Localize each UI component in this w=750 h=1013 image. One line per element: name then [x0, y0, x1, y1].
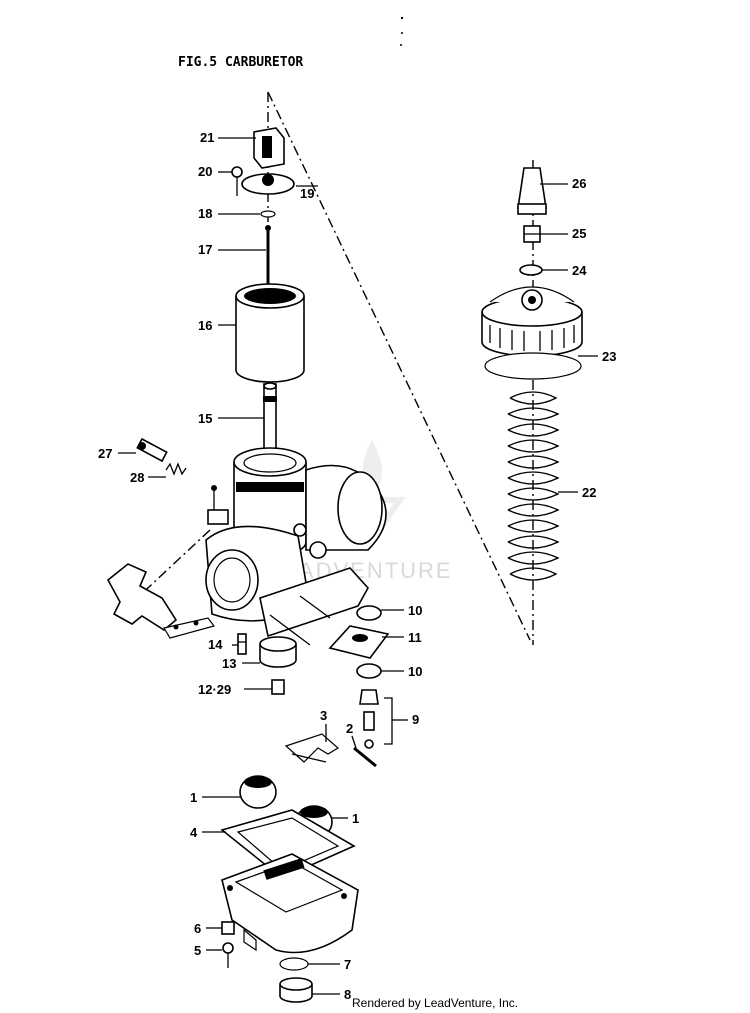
callout-18: 18 [198, 206, 212, 221]
part-10-washer-lower [356, 663, 382, 679]
part-11-bracket [328, 625, 390, 659]
part-16-throttle-valve [235, 283, 305, 383]
float-bowl [221, 853, 359, 954]
part-18-clip [260, 210, 276, 218]
callout-3: 3 [320, 708, 327, 723]
callout-16: 16 [198, 318, 212, 333]
part-27-pilot-screw [136, 437, 168, 463]
part-21-bracket [253, 127, 285, 169]
callout-28: 28 [130, 470, 144, 485]
figure-title: FIG.5 CARBURETOR [178, 55, 303, 70]
callout-22: 22 [582, 485, 596, 500]
leader-lines [118, 137, 598, 995]
part-2-float-pin [353, 746, 377, 768]
callout-6: 6 [194, 921, 201, 936]
part-5-screw [222, 942, 234, 968]
callout-25: 25 [572, 226, 586, 241]
part-13-cap [259, 636, 297, 668]
part-7-drain-gasket [279, 957, 309, 971]
part-28-spring [165, 462, 187, 476]
part-17-needle [265, 225, 271, 290]
part-3-float-arm [284, 733, 340, 763]
part-9-main-jet [359, 689, 393, 749]
callout-12-29: 12·29 [198, 682, 231, 697]
callout-19: 19 [300, 186, 314, 201]
part-24-washer [519, 264, 543, 276]
diagonal-guide-line [267, 91, 531, 641]
stray-marks [400, 16, 404, 46]
render-credit: Rendered by LeadVenture, Inc. [352, 996, 518, 1010]
callout-9: 9 [412, 712, 419, 727]
part-14-jet [237, 633, 247, 655]
throttle-guide-line [134, 529, 211, 601]
callout-20: 20 [198, 164, 212, 179]
callout-2: 2 [346, 721, 353, 736]
callout-5: 5 [194, 943, 201, 958]
callout-1-right: 1 [352, 811, 359, 826]
callout-8: 8 [344, 987, 351, 1002]
carburetor-body [205, 447, 387, 646]
part-26-cable-adjuster [517, 167, 547, 215]
callout-11: 11 [408, 630, 422, 645]
callout-17: 17 [198, 242, 212, 257]
part-8-drain-plug [279, 977, 313, 1003]
part-1-float-left [239, 775, 277, 809]
part-22-spring [507, 391, 560, 581]
part-4-gasket [220, 809, 356, 879]
throttle-lever [106, 563, 216, 639]
part-6-screw [221, 921, 235, 935]
part-10-washer-upper [356, 605, 382, 621]
callout-1-left: 1 [190, 790, 197, 805]
part-15-needle-jet [263, 382, 277, 455]
callout-13: 13 [222, 656, 236, 671]
callout-10-lower: 10 [408, 664, 422, 679]
callout-15: 15 [198, 411, 212, 426]
carburetor-top-cap [481, 286, 583, 357]
callout-21: 21 [200, 130, 214, 145]
callout-26: 26 [572, 176, 586, 191]
part-20-screw [231, 166, 243, 196]
callout-14: 14 [208, 637, 223, 652]
callout-7: 7 [344, 957, 351, 972]
part-12-plug [271, 679, 285, 695]
callout-23: 23 [602, 349, 616, 364]
callout-4: 4 [190, 825, 198, 840]
part-25-locknut [523, 225, 541, 243]
part-23-o-ring [484, 352, 582, 380]
callout-10-upper: 10 [408, 603, 422, 618]
callout-24: 24 [572, 263, 587, 278]
part-19-plate [241, 173, 295, 195]
callout-27: 27 [98, 446, 112, 461]
